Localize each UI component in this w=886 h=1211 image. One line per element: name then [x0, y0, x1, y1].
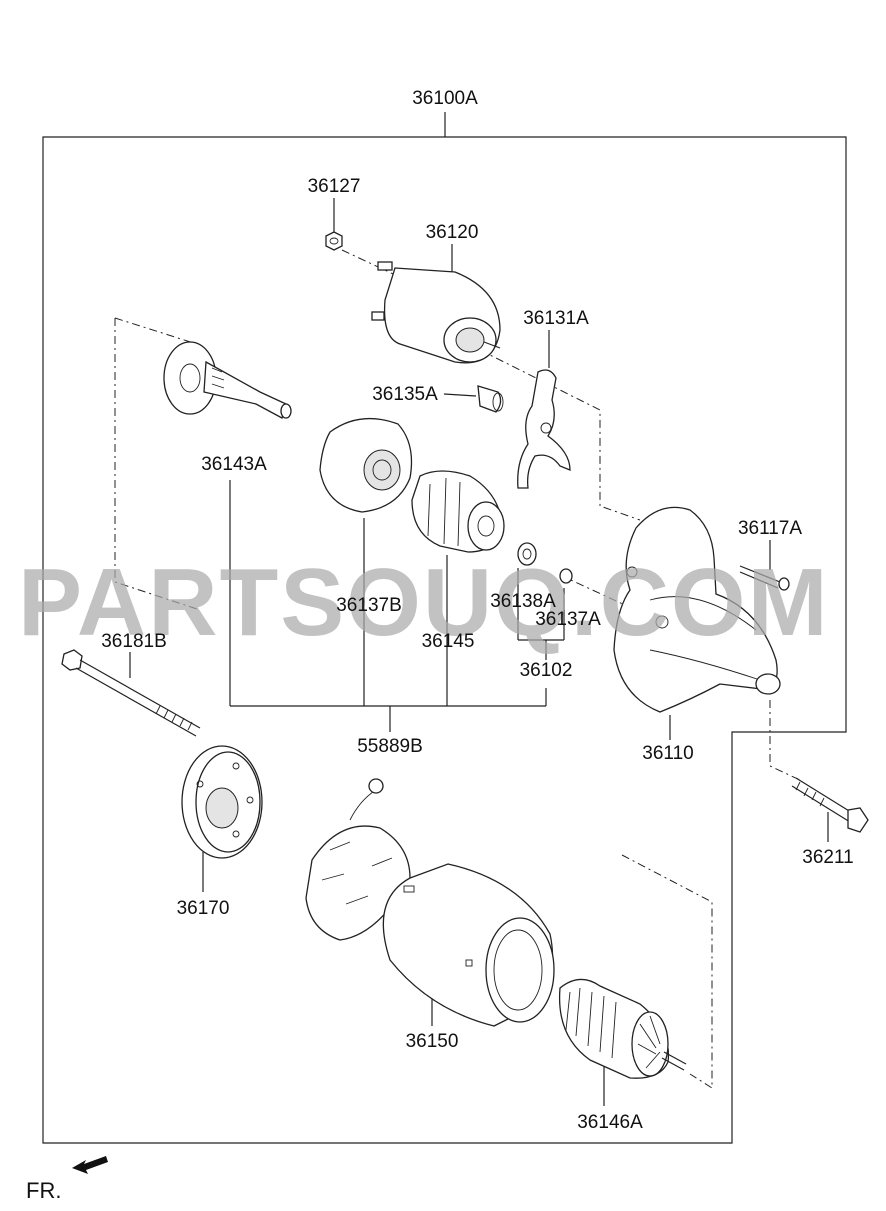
- part-36117a-bolt[interactable]: [739, 565, 790, 591]
- label-36211[interactable]: 36211: [802, 847, 854, 868]
- part-36135a-cap[interactable]: [477, 385, 504, 413]
- part-36145-pinion[interactable]: [411, 470, 505, 553]
- label-36137b[interactable]: 36137B: [336, 595, 402, 616]
- label-36138a[interactable]: 36138A: [490, 591, 556, 612]
- part-36120-solenoid[interactable]: [371, 261, 501, 364]
- label-55889b[interactable]: 55889B: [357, 736, 423, 757]
- label-36170[interactable]: 36170: [176, 898, 230, 919]
- part-36150-yoke[interactable]: [382, 863, 555, 1027]
- label-36143a[interactable]: 36143A: [201, 454, 267, 475]
- bracket-55889b: [229, 480, 547, 732]
- part-36146a-armature[interactable]: [558, 978, 687, 1079]
- label-36137a[interactable]: 36137A: [535, 609, 601, 630]
- part-36110-housing[interactable]: [613, 506, 781, 713]
- part-36137b-housing[interactable]: [319, 418, 413, 513]
- label-36181b[interactable]: 36181B: [101, 631, 167, 652]
- part-36131a-lever[interactable]: [517, 369, 571, 489]
- label-36102[interactable]: 36102: [519, 660, 573, 681]
- front-arrow-icon: [72, 1156, 108, 1174]
- label-assembly[interactable]: 36100A: [412, 88, 478, 109]
- label-36120[interactable]: 36120: [425, 222, 479, 243]
- part-36181b-bolt[interactable]: [61, 649, 201, 737]
- label-36110[interactable]: 36110: [642, 743, 694, 764]
- part-36138a-washer[interactable]: [517, 542, 537, 566]
- label-36131a[interactable]: 36131A: [523, 308, 589, 329]
- part-36211-bolt[interactable]: [791, 777, 869, 833]
- orientation-label: FR.: [26, 1178, 62, 1203]
- label-36117a[interactable]: 36117A: [737, 518, 803, 539]
- part-36127-nut[interactable]: [325, 231, 343, 251]
- label-36145[interactable]: 36145: [421, 631, 475, 652]
- assembly-boundary: [42, 112, 847, 1144]
- label-36146a[interactable]: 36146A: [577, 1112, 643, 1133]
- bracket-36102: [517, 568, 565, 660]
- label-36150[interactable]: 36150: [405, 1031, 459, 1052]
- label-36127[interactable]: 36127: [307, 176, 361, 197]
- part-36170-cover[interactable]: [181, 745, 263, 859]
- part-36143a-shaft[interactable]: [163, 341, 292, 419]
- part-36137a-ring[interactable]: [559, 568, 573, 584]
- label-36135a[interactable]: 36135A: [372, 384, 438, 405]
